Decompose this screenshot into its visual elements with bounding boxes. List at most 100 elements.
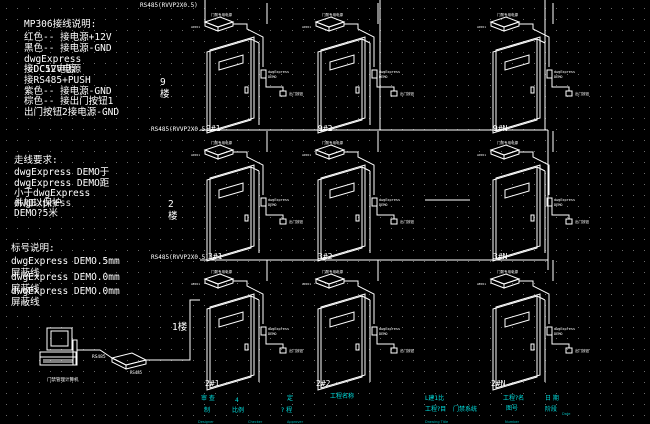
door-leaf-edge: [209, 293, 255, 389]
door-leaf-edge: [320, 164, 366, 260]
door-leaf: [206, 166, 252, 262]
controller-box-side: [315, 149, 330, 160]
door-handle: [244, 214, 249, 222]
exit-button: [279, 218, 287, 225]
door-handle: [355, 86, 360, 94]
lock-label: dwgExpress: [554, 327, 575, 331]
exit-button-label: 出门按钮: [575, 348, 589, 353]
exit-cable: [551, 335, 570, 348]
lock-label: dwgExpress: [554, 198, 575, 202]
controller-label: 门禁专用电源: [211, 140, 232, 145]
lock-device: [260, 197, 267, 207]
control-cable: [519, 23, 550, 67]
door-handle: [244, 86, 249, 94]
svg-text:Approver: Approver: [287, 420, 304, 424]
door-leaf: [206, 38, 252, 134]
door-window: [218, 54, 244, 71]
door-label: 9#2: [318, 124, 333, 133]
routing-legend: 走线要求: dwgExpress DEMO于 dwgExpress DEMO距 …: [14, 154, 110, 219]
exit-button: [279, 90, 287, 97]
door-label: 2#N: [491, 379, 506, 388]
floor-suffix-2: 楼: [168, 210, 178, 222]
adapter-label: ADS51: [477, 153, 486, 157]
routing-legend-line: dwgExpress: [14, 198, 71, 209]
tb-stage: 阶段: [545, 405, 557, 413]
floor-suffix-9: 楼: [160, 88, 170, 100]
tb-design-no: 工程?目: [425, 405, 446, 413]
controller-box-front: [217, 21, 234, 32]
controller-box: [489, 273, 521, 285]
wiring-legend-line: 棕色-- 接出门按钮1: [24, 95, 114, 107]
controller-box-side: [204, 278, 219, 289]
exit-button: [279, 347, 287, 354]
exit-cable: [551, 206, 570, 219]
controller-box-side: [315, 278, 330, 289]
controller-box-side: [490, 278, 505, 289]
title-block: 审 查 制 比例 定 ? 程 图 号 4 工程名称 L建1比 工程?目 门禁系统…: [198, 392, 570, 424]
control-cable: [519, 280, 550, 324]
door-leaf: [317, 38, 363, 134]
wiring-legend-line: 红色-- 接电源+12V: [24, 31, 112, 43]
tb-made: 制: [204, 406, 210, 414]
label-legend-line: 屏蔽线: [11, 267, 40, 279]
lock-device: [371, 326, 378, 336]
wiring-legend: MP306接线说明: 红色-- 接电源+12V 黑色-- 接电源-GND dwg…: [24, 18, 119, 118]
lock-device: [260, 69, 267, 79]
adapter-label: ADS51: [477, 25, 486, 29]
adapter-label: ADS51: [302, 153, 311, 157]
routing-legend-title: 走线要求:: [14, 154, 58, 166]
exit-cable: [376, 78, 395, 91]
converter-label: RS485: [130, 370, 143, 375]
door-leaf: [317, 295, 363, 391]
top-bus-label: RS485(RVVP2X0.5): [140, 2, 198, 9]
exit-button-label: 出门按钮: [575, 91, 589, 96]
door-leaf: [492, 166, 538, 262]
lock-sub-label: DEMO: [379, 75, 387, 79]
controller-label: 门禁专用电源: [497, 12, 518, 17]
controller-box-front: [503, 149, 520, 160]
door-leaf: [492, 38, 538, 134]
routing-legend-line: dwgExpress DEMO于: [14, 167, 109, 178]
converter-top-label: RS485: [92, 354, 106, 360]
controller-label: 门禁专用电源: [497, 269, 518, 274]
exit-button-label: 出门按钮: [400, 348, 414, 353]
lock-device: [546, 326, 553, 336]
door-window: [329, 311, 355, 328]
exit-button-label: 出门按钮: [289, 219, 303, 224]
door-label: 2#1: [205, 379, 220, 388]
door-leaf-edge: [320, 293, 366, 389]
computer-label: 门禁管理计算机: [47, 376, 79, 383]
tb-system: 门禁系统: [453, 405, 477, 413]
controller-box: [203, 273, 235, 285]
label-legend-line: 屏蔽线: [11, 296, 40, 308]
tb-process: ? 程: [281, 406, 292, 414]
label-legend-title: 标号说明:: [11, 242, 55, 254]
controller-box-side: [204, 149, 219, 160]
exit-button: [390, 90, 398, 97]
tb-project: 工程名称: [330, 392, 354, 400]
door-leaf-edge: [495, 164, 541, 260]
tb-number: 4: [235, 397, 239, 404]
control-cable: [344, 280, 375, 324]
tb-sheet: 图号: [506, 405, 518, 412]
controller-box: [489, 144, 521, 156]
controller-label: 门禁专用电源: [322, 269, 343, 274]
adapter-label: ADS51: [191, 25, 200, 29]
control-cable: [344, 151, 375, 195]
controller-box-front: [503, 21, 520, 32]
lock-sub-label: DEMO: [379, 332, 387, 336]
label-legend-line: dwgExpress DEMO.0mm: [11, 286, 120, 297]
adapter-label: ADS51: [191, 153, 200, 157]
tb-approve: 定: [287, 394, 293, 402]
lock-label: dwgExpress: [268, 327, 289, 331]
label-legend: 标号说明: dwgExpress DEMO.5mm 屏蔽线 dwgExpress…: [11, 242, 120, 308]
routing-legend-line: 并加以保护: [14, 197, 62, 209]
adapter-label: ADS51: [191, 282, 200, 286]
door-label: 3#N: [493, 252, 508, 261]
routing-legend-line: 小于dwgExpress: [14, 188, 90, 199]
